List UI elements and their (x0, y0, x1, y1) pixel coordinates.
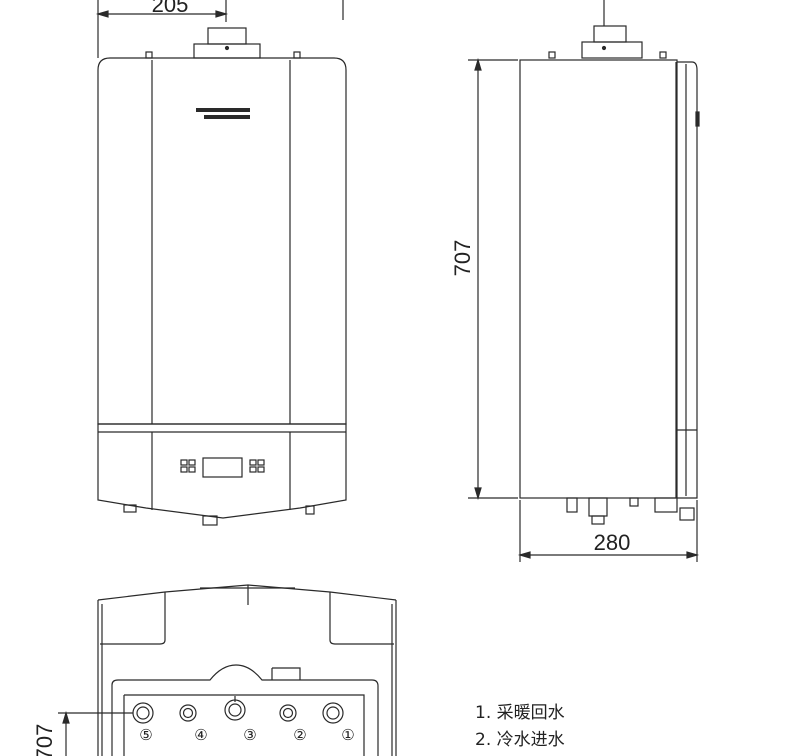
dimension-width-front: 205 (152, 0, 189, 17)
dimension-depth: 280 (594, 530, 631, 555)
port-label-2: ② (293, 726, 306, 744)
port-label-5: ⑤ (139, 726, 152, 744)
port-legend: 1. 采暖回水 2. 冷水进水 (475, 700, 565, 754)
port-label-1: ① (341, 726, 354, 744)
bottom-view (58, 584, 397, 756)
legend-item-2: 2. 冷水进水 (475, 730, 565, 750)
port-label-4: ④ (194, 726, 207, 744)
side-view (468, 0, 700, 562)
dimension-height: 707 (450, 240, 475, 277)
port-label-3: ③ (243, 726, 256, 744)
legend-item-1: 1. 采暖回水 (475, 703, 565, 723)
dimension-bottom-partial: 707 (32, 724, 57, 756)
front-view (95, 0, 347, 526)
